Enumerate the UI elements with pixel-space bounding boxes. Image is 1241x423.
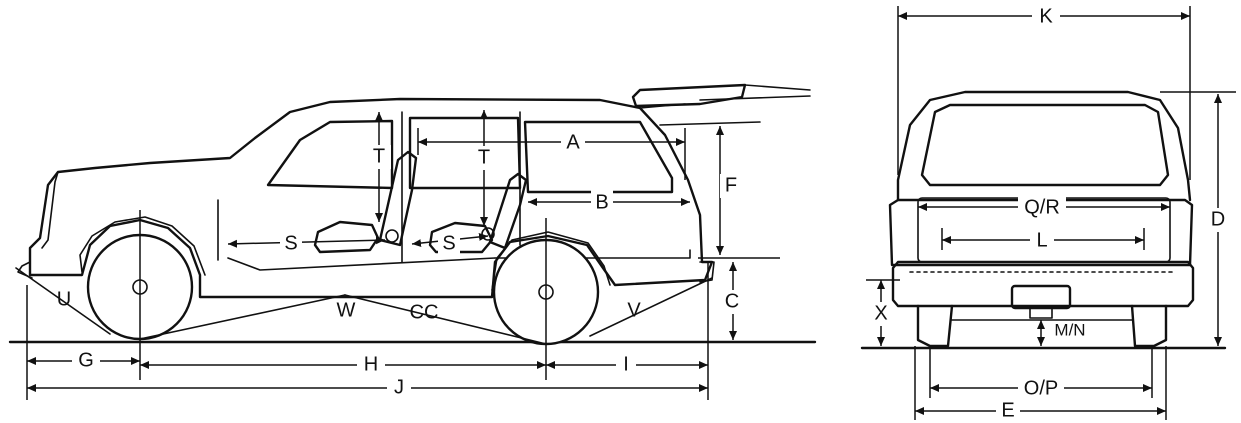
label-j: J	[394, 376, 404, 398]
rear-window	[408, 116, 522, 190]
label-s-rear: S	[442, 232, 455, 254]
front-wheel-arch	[79, 216, 206, 276]
dim-s-front-line	[227, 236, 386, 248]
rear-glass	[920, 103, 1170, 187]
hitch-receiver	[1029, 307, 1053, 319]
cargo-window	[523, 120, 674, 194]
departure-angle-line	[589, 277, 713, 337]
label-s-front: S	[284, 232, 297, 254]
label-h: H	[364, 353, 378, 375]
label-x: X	[874, 302, 887, 324]
front-window	[266, 119, 394, 190]
liftgate-top-line	[744, 84, 811, 91]
label-k: K	[1039, 5, 1053, 27]
side-view: A B F C T T S S U W CC V G H I J	[8, 83, 817, 400]
rear-bumper-view	[891, 260, 1195, 308]
breakover-line-front	[139, 294, 346, 340]
front-seat-cushion	[313, 220, 380, 254]
breakover-line-rear	[344, 294, 547, 345]
label-t-rear: T	[478, 146, 490, 168]
label-cc: CC	[410, 301, 439, 323]
label-qr: Q/R	[1024, 196, 1060, 218]
grille-line	[41, 171, 59, 249]
label-d: D	[1211, 208, 1225, 230]
liftgate-lower-line	[699, 95, 811, 101]
trailer-hitch	[1010, 284, 1072, 310]
liftgate-open	[631, 83, 747, 108]
front-seat-back	[378, 150, 418, 247]
liftgate-height-ref	[659, 121, 761, 126]
label-u: U	[57, 288, 71, 310]
approach-angle-line	[15, 267, 111, 335]
rear-roof-outline	[896, 90, 1192, 202]
label-mn: M/N	[1054, 320, 1085, 339]
label-w: W	[337, 299, 356, 321]
rear-view: K D Q/R L X M/N O/P E	[860, 4, 1236, 423]
label-l: L	[1036, 229, 1047, 251]
label-a: A	[566, 131, 580, 153]
front-seat-hinge	[385, 229, 399, 243]
label-f: F	[725, 174, 737, 196]
label-v: V	[627, 299, 641, 321]
label-i: I	[623, 353, 629, 375]
rear-seat-back	[488, 172, 528, 250]
label-t-front: T	[373, 145, 385, 167]
label-e: E	[1001, 399, 1014, 421]
liftgate-strut	[639, 103, 686, 109]
rear-right-tire	[1130, 304, 1168, 348]
label-c: C	[725, 290, 739, 312]
rear-left-tire	[916, 304, 954, 348]
label-op: O/P	[1024, 377, 1058, 399]
interior-floor	[227, 257, 496, 271]
label-b: B	[595, 191, 608, 213]
label-g: G	[78, 349, 94, 371]
